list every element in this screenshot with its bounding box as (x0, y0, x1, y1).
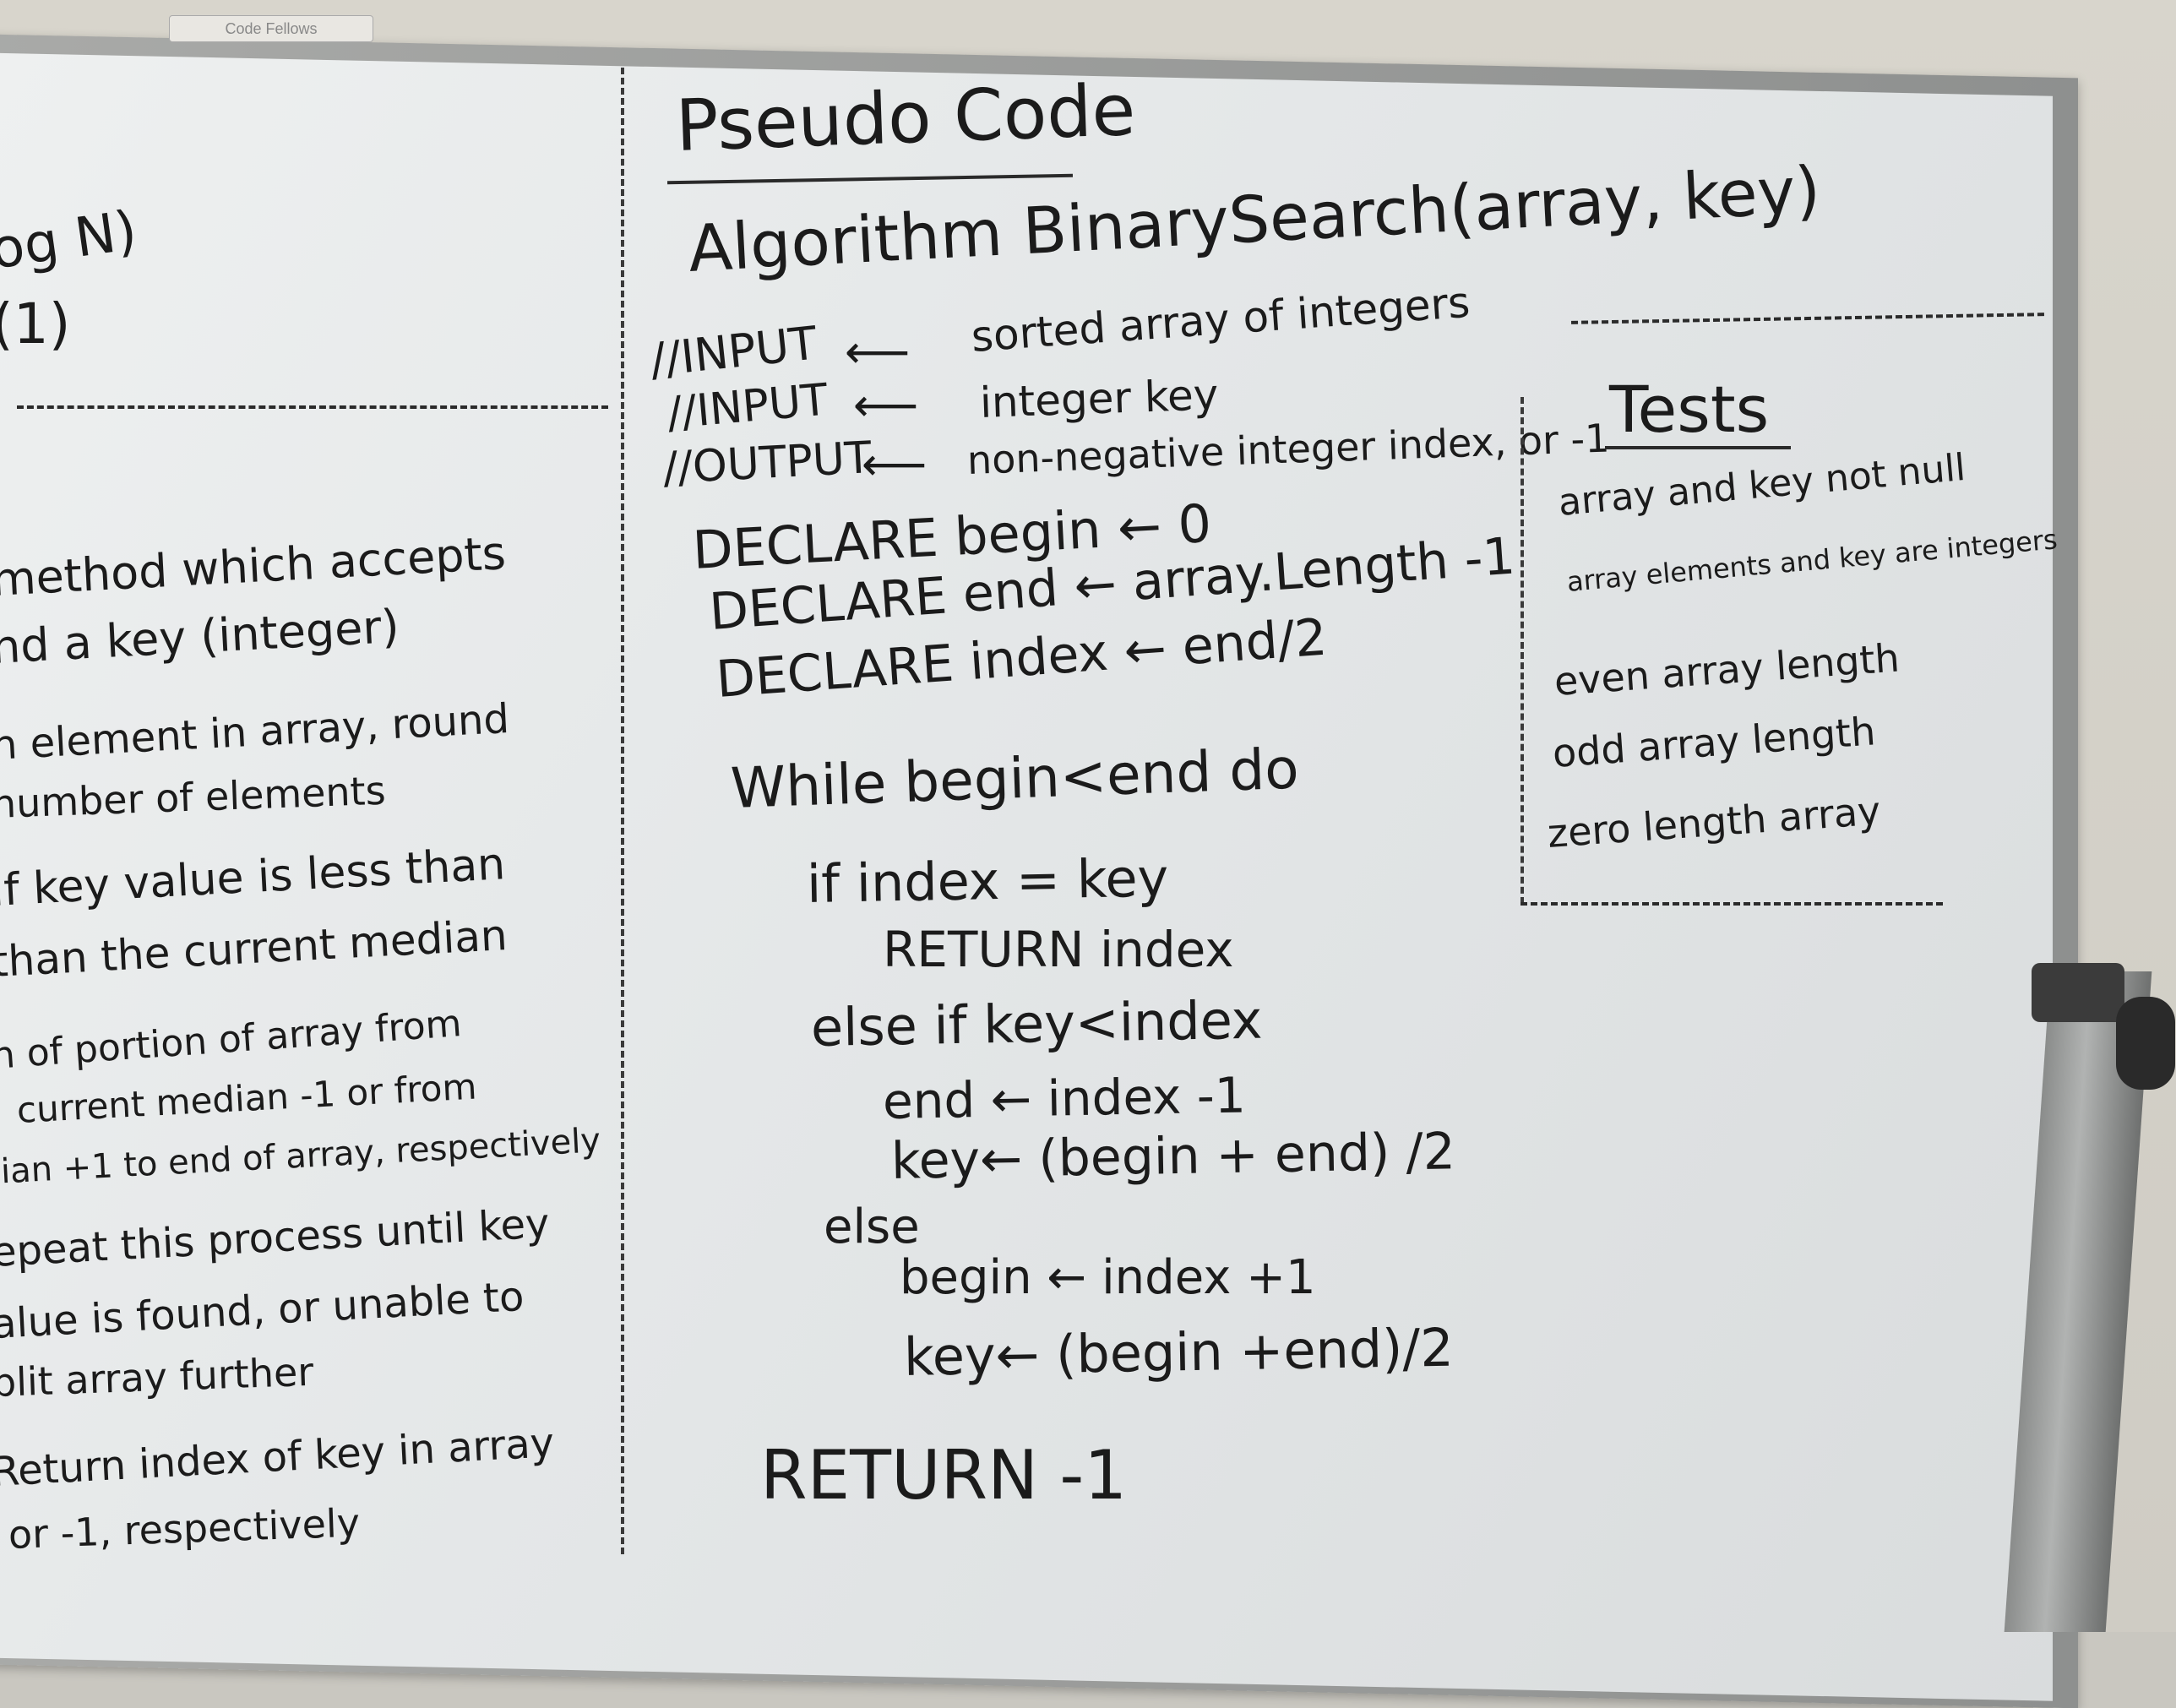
stand-knob (2116, 997, 2175, 1090)
end-assign-line: end ← index -1 (882, 1066, 1247, 1130)
left-separator (17, 405, 608, 409)
return-index-line: RETURN index (883, 921, 1234, 978)
input-description: integer key (978, 370, 1220, 427)
tests-left-border (1520, 397, 1524, 904)
else-if-line: else if key<index (810, 988, 1263, 1058)
begin-assign-line: begin ← index +1 (900, 1250, 1316, 1305)
if-line: if index = key (806, 846, 1169, 915)
pseudo-code-heading: Pseudo Code (674, 68, 1137, 167)
key-assign-line: key← (begin + end) /2 (890, 1122, 1456, 1191)
tests-bottom-separator (1520, 902, 1943, 906)
input-arrow: ⟵ (845, 325, 911, 378)
else-line: else (824, 1199, 920, 1254)
brand-label: Code Fellows (169, 15, 373, 42)
big-o-space: (1) (0, 291, 71, 356)
tests-underline (1605, 446, 1791, 449)
stand-bracket (2032, 963, 2124, 1022)
input-arrow: ⟵ (853, 378, 919, 432)
tests-heading: Tests (1609, 372, 1770, 447)
key-assign-line: key← (begin +end)/2 (903, 1316, 1455, 1388)
column-divider (621, 68, 624, 1554)
final-return: RETURN -1 (760, 1436, 1128, 1515)
output-arrow: ⟵ (862, 438, 928, 491)
